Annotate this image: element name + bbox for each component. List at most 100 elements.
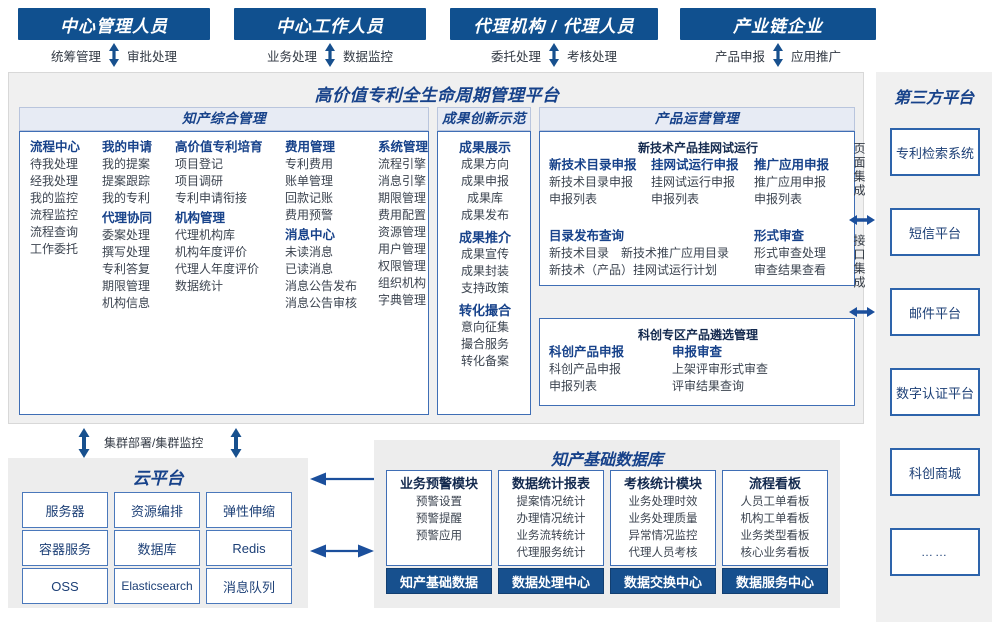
database-footer-1[interactable]: 数据处理中心: [498, 568, 604, 594]
menu-item[interactable]: 数据统计: [175, 279, 224, 293]
menu-item[interactable]: 消息公告发布: [285, 279, 358, 293]
menu-item[interactable]: 我的专利: [102, 191, 151, 205]
menu-item[interactable]: 撰写处理: [102, 245, 151, 259]
menu-item[interactable]: 流程引擎: [378, 157, 427, 171]
menu-item[interactable]: 意向征集: [460, 320, 509, 334]
menu-item[interactable]: 我的提案: [102, 157, 151, 171]
menu-item[interactable]: 期限管理: [378, 191, 427, 205]
database-footer-2[interactable]: 数据交换中心: [610, 568, 716, 594]
menu-item[interactable]: 审查结果查看: [754, 263, 827, 277]
menu-item[interactable]: 申报列表: [549, 192, 598, 206]
database-footer-3[interactable]: 数据服务中心: [722, 568, 828, 594]
third-party-box-1[interactable]: 短信平台: [890, 208, 980, 256]
third-party-box-0[interactable]: 专利检索系统: [890, 128, 980, 176]
database-card-item[interactable]: 核心业务看板: [740, 547, 810, 559]
menu-item[interactable]: 提案跟踪: [102, 174, 151, 188]
third-party-box-2[interactable]: 邮件平台: [890, 288, 980, 336]
menu-item[interactable]: 推广应用申报: [754, 175, 827, 189]
role-bar-1[interactable]: 中心工作人员: [234, 8, 426, 40]
menu-item[interactable]: 评审结果查询: [672, 379, 745, 393]
database-card-item[interactable]: 业务类型看板: [740, 530, 810, 542]
menu-item[interactable]: 已读消息: [285, 262, 334, 276]
menu-item[interactable]: 代理人年度评价: [175, 262, 260, 276]
menu-item[interactable]: 新技术（产品）挂网试运行计划: [549, 263, 718, 277]
menu-item[interactable]: 组织机构: [378, 276, 427, 290]
menu-item[interactable]: 机构信息: [102, 296, 151, 310]
menu-item[interactable]: 专利申请衔接: [175, 191, 248, 205]
menu-item[interactable]: 科创产品申报: [549, 362, 622, 376]
menu-item[interactable]: 新技术目录: [549, 246, 610, 260]
third-party-box-3[interactable]: 数字认证平台: [890, 368, 980, 416]
database-card-item[interactable]: 机构工单看板: [740, 513, 810, 525]
role-bar-2[interactable]: 代理机构 / 代理人员: [450, 8, 658, 40]
menu-item[interactable]: 委案处理: [102, 228, 151, 242]
menu-item[interactable]: 我的监控: [30, 191, 79, 205]
menu-item[interactable]: 支持政策: [460, 281, 509, 295]
database-card-item[interactable]: 代理人员考核: [628, 547, 698, 559]
menu-item[interactable]: 用户管理: [378, 242, 427, 256]
third-party-box-5[interactable]: ……: [890, 528, 980, 576]
menu-item[interactable]: 消息引擎: [378, 174, 427, 188]
menu-item[interactable]: 账单管理: [285, 174, 334, 188]
menu-item[interactable]: 申报列表: [651, 192, 700, 206]
database-card-item[interactable]: 预警应用: [416, 530, 462, 542]
menu-item[interactable]: 流程查询: [30, 225, 79, 239]
menu-item[interactable]: 上架评审形式审查: [672, 362, 769, 376]
menu-item[interactable]: 项目调研: [175, 174, 224, 188]
cloud-cell-8[interactable]: 消息队列: [206, 568, 292, 604]
menu-item[interactable]: 机构年度评价: [175, 245, 248, 259]
cloud-cell-4[interactable]: 数据库: [114, 530, 200, 566]
menu-item[interactable]: 转化备案: [460, 354, 509, 368]
menu-item[interactable]: 新技术推广应用目录: [621, 246, 730, 260]
database-card-item[interactable]: 业务处理时效: [628, 496, 698, 508]
menu-item[interactable]: 权限管理: [378, 259, 427, 273]
menu-item[interactable]: 字典管理: [378, 293, 427, 307]
cloud-cell-6[interactable]: OSS: [22, 568, 108, 604]
cloud-cell-7[interactable]: Elasticsearch: [114, 568, 200, 604]
menu-item[interactable]: 成果封装: [460, 264, 509, 278]
menu-item[interactable]: 成果宣传: [460, 247, 509, 261]
menu-item[interactable]: 费用预警: [285, 208, 334, 222]
menu-item[interactable]: 成果方向: [460, 157, 509, 171]
menu-item[interactable]: 申报列表: [754, 192, 803, 206]
menu-item[interactable]: 申报列表: [549, 379, 598, 393]
menu-item[interactable]: 形式审查处理: [754, 246, 827, 260]
cloud-cell-5[interactable]: Redis: [206, 530, 292, 566]
menu-item[interactable]: 项目登记: [175, 157, 224, 171]
menu-item[interactable]: 专利答复: [102, 262, 151, 276]
menu-item[interactable]: 回款记账: [285, 191, 334, 205]
database-card-item[interactable]: 业务处理质量: [628, 513, 698, 525]
cloud-cell-1[interactable]: 资源编排: [114, 492, 200, 528]
menu-item[interactable]: 费用配置: [378, 208, 427, 222]
menu-item[interactable]: 流程监控: [30, 208, 79, 222]
menu-item[interactable]: 挂网试运行申报: [651, 175, 736, 189]
role-bar-0[interactable]: 中心管理人员: [18, 8, 210, 40]
menu-item[interactable]: 经我处理: [30, 174, 79, 188]
role-bar-3[interactable]: 产业链企业: [680, 8, 876, 40]
database-card-item[interactable]: 预警提醒: [416, 513, 462, 525]
menu-item[interactable]: 工作委托: [30, 242, 79, 256]
menu-item[interactable]: 消息公告审核: [285, 296, 358, 310]
cloud-cell-2[interactable]: 弹性伸缩: [206, 492, 292, 528]
database-card-item[interactable]: 异常情况监控: [628, 530, 698, 542]
menu-item[interactable]: 新技术目录申报: [549, 175, 634, 189]
database-footer-0[interactable]: 知产基础数据: [386, 568, 492, 594]
third-party-box-4[interactable]: 科创商城: [890, 448, 980, 496]
menu-item[interactable]: 未读消息: [285, 245, 334, 259]
menu-item[interactable]: 成果发布: [460, 208, 509, 222]
cloud-cell-3[interactable]: 容器服务: [22, 530, 108, 566]
menu-item[interactable]: 成果库: [466, 191, 503, 205]
menu-item[interactable]: 期限管理: [102, 279, 151, 293]
database-card-item[interactable]: 人员工单看板: [740, 496, 810, 508]
cloud-cell-0[interactable]: 服务器: [22, 492, 108, 528]
database-card-item[interactable]: 代理服务统计: [516, 547, 586, 559]
database-card-item[interactable]: 提案情况统计: [516, 496, 586, 508]
database-card-item[interactable]: 办理情况统计: [516, 513, 586, 525]
menu-item[interactable]: 成果申报: [460, 174, 509, 188]
database-card-item[interactable]: 预警设置: [416, 496, 462, 508]
menu-item[interactable]: 专利费用: [285, 157, 334, 171]
menu-item[interactable]: 撮合服务: [460, 337, 509, 351]
menu-item[interactable]: 代理机构库: [175, 228, 236, 242]
menu-item[interactable]: 待我处理: [30, 157, 79, 171]
menu-item[interactable]: 资源管理: [378, 225, 427, 239]
